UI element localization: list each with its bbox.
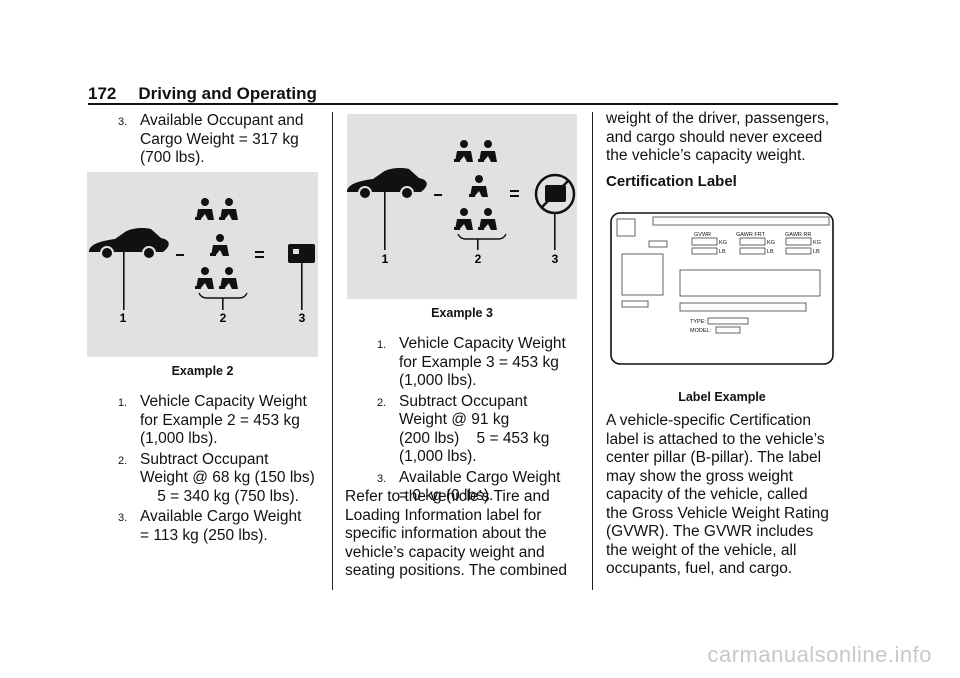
seatbelt-occupant-icon (210, 234, 229, 256)
list-item: 2. Subtract Occupant Weight @ 68 kg (150… (118, 450, 315, 505)
figure-caption: Example 2 (171, 364, 234, 378)
callout-3: 3 (299, 311, 306, 325)
car-icon (347, 168, 427, 192)
col2-list: 1. Vehicle Capacity Weight for Example 3… (377, 335, 592, 508)
gawr-frt-label: GAWR FRT (736, 232, 766, 238)
minus-sign (434, 194, 442, 196)
figure-caption: Example 3 (431, 306, 493, 320)
seatbelt-occupant-icon (478, 208, 497, 230)
callout-line-2 (477, 239, 479, 250)
col1-list: 1. Vehicle Capacity Weight for Example 2… (118, 393, 333, 547)
seatbelt-occupant-icon (478, 140, 497, 162)
example-2-diagram: 1 2 3 (89, 198, 315, 325)
section-heading: Certification Label (606, 173, 737, 190)
callout-line-3 (554, 213, 556, 250)
car-icon (89, 228, 169, 252)
equals-sign (510, 195, 519, 197)
column-divider-2 (592, 112, 593, 590)
svg-text:LB: LB (767, 249, 774, 255)
list-item: 3. Available Occupant and Cargo Weight =… (118, 112, 304, 166)
seatbelt-occupant-icon (454, 140, 473, 162)
col3-paragraph-cont: weight of the driver, passengers, and ca… (606, 110, 830, 164)
page-number: 172 (88, 84, 117, 103)
type-label: TYPE: (690, 319, 706, 325)
seatbelt-occupant-icon (219, 198, 238, 220)
figure-caption: Label Example (678, 390, 766, 404)
callout-2: 2 (220, 311, 227, 325)
col2-paragraph: Refer to the vehicle’s Tire and Loading … (345, 488, 568, 579)
callout-line-3 (301, 263, 303, 310)
svg-text:KG: KG (813, 240, 821, 246)
column-divider-1 (332, 112, 333, 590)
callout-2: 2 (475, 252, 482, 266)
model-label: MODEL: (690, 328, 712, 334)
callout-line-1 (123, 252, 125, 310)
seatbelt-occupant-icon (469, 175, 488, 197)
example-3-figure: 1 2 3 (347, 114, 577, 299)
example-2-figure: 1 2 3 (87, 172, 318, 357)
list-item: 3. Available Cargo Weight = 0 kg (0 lbs)… (377, 468, 561, 505)
callout-1: 1 (120, 311, 127, 325)
section-title: Driving and Operating (138, 84, 317, 103)
seatbelt-occupant-icon (195, 267, 214, 289)
cargo-icon (288, 244, 315, 263)
callout-line-1 (384, 192, 386, 250)
equals-sign (255, 256, 264, 258)
minus-sign (176, 254, 184, 256)
callout-1: 1 (382, 252, 389, 266)
svg-text:LB: LB (719, 249, 726, 255)
svg-text:KG: KG (767, 240, 775, 246)
list-item: 3. Available Cargo Weight = 113 kg (250 … (118, 508, 302, 544)
callout-line-2 (222, 298, 224, 310)
page-header: 172 Driving and Operating (88, 84, 317, 104)
gvwr-label: GVWR (694, 232, 711, 238)
seatbelt-occupant-icon (195, 198, 214, 220)
svg-text:LB: LB (813, 249, 820, 255)
callout-3: 3 (552, 252, 559, 266)
example-3-diagram: 1 2 3 (347, 140, 576, 266)
seatbelt-occupant-icon (454, 208, 473, 230)
col1-item3-prev: 3. Available Occupant and Cargo Weight =… (118, 112, 333, 170)
watermark: carmanualsonline.info (707, 642, 932, 667)
list-item: 2. Subtract Occupant Weight @ 91 kg (200… (377, 392, 550, 466)
list-item: 1. Vehicle Capacity Weight for Example 2… (118, 393, 307, 447)
certification-label-diagram: GVWR GAWR FRT GAWR RR KG LB KG LB KG LB … (610, 212, 834, 365)
certification-label-figure: GVWR GAWR FRT GAWR RR KG LB KG LB KG LB … (610, 212, 834, 365)
col3-paragraph: A vehicle-specific Certification label i… (606, 412, 829, 577)
gawr-rr-label: GAWR RR (785, 232, 811, 238)
header-rule (88, 103, 838, 105)
svg-text:KG: KG (719, 240, 727, 246)
seatbelt-occupant-icon (219, 267, 238, 289)
list-item: 1. Vehicle Capacity Weight for Example 3… (377, 335, 566, 389)
